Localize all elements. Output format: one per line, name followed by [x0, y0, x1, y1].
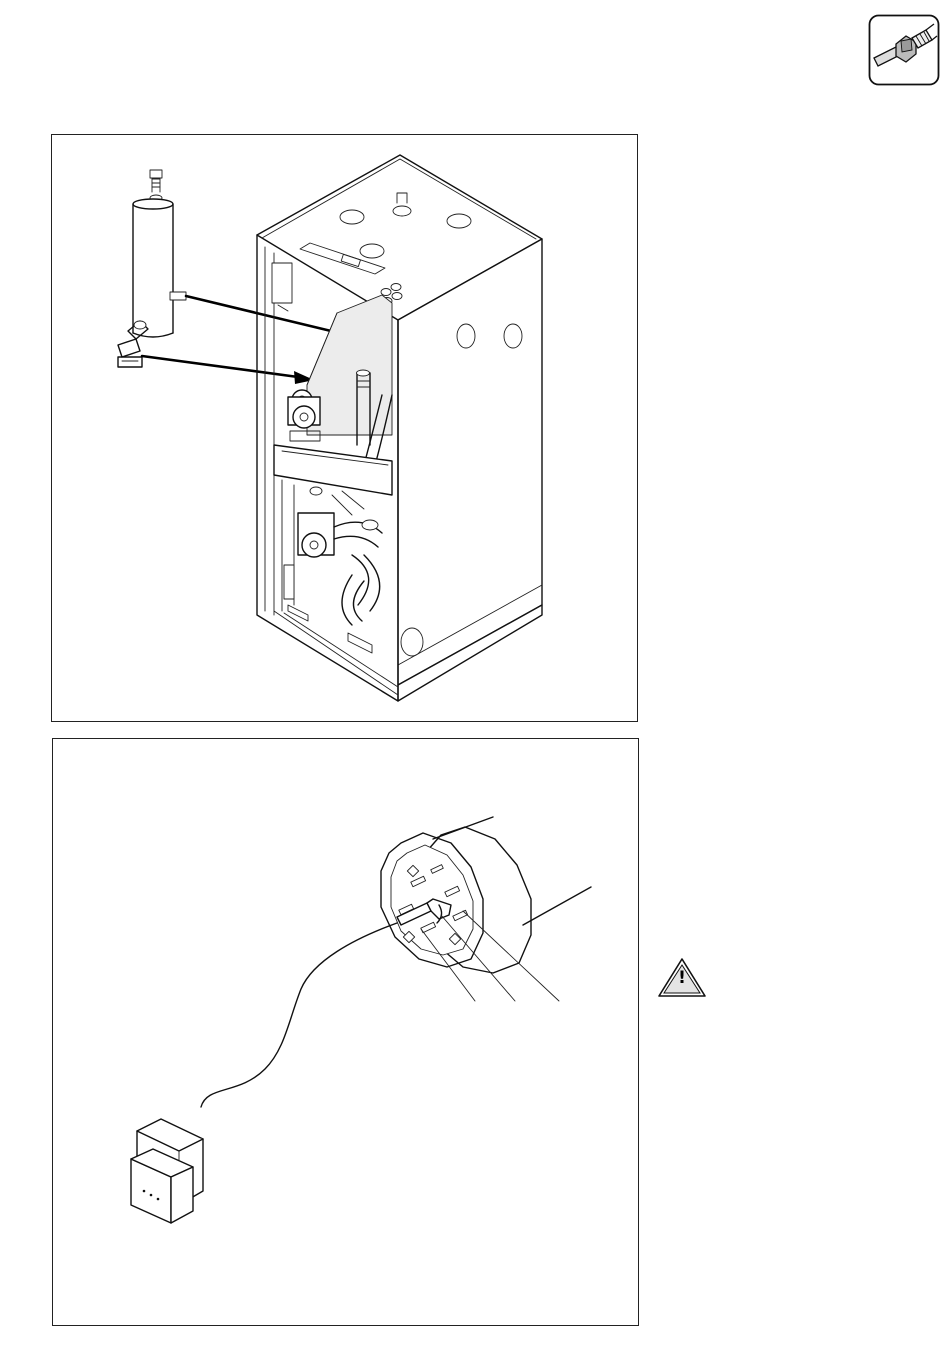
figure-heating-element-connector [52, 738, 639, 1326]
loose-cylinder-part [118, 170, 186, 367]
pipe-fitting-icon [868, 14, 940, 86]
section-icon-box [868, 14, 940, 86]
connector-plug-illustration [53, 739, 638, 1325]
boiler-cabinet [257, 155, 542, 701]
control-box [131, 1119, 203, 1223]
warning-triangle-icon: ! [657, 957, 707, 999]
warning-symbol: ! [657, 967, 707, 989]
figure-boiler-cutaway [51, 134, 638, 722]
connection-cable [201, 923, 397, 1107]
boiler-unit-illustration [52, 135, 637, 721]
heating-element-body [381, 817, 591, 973]
